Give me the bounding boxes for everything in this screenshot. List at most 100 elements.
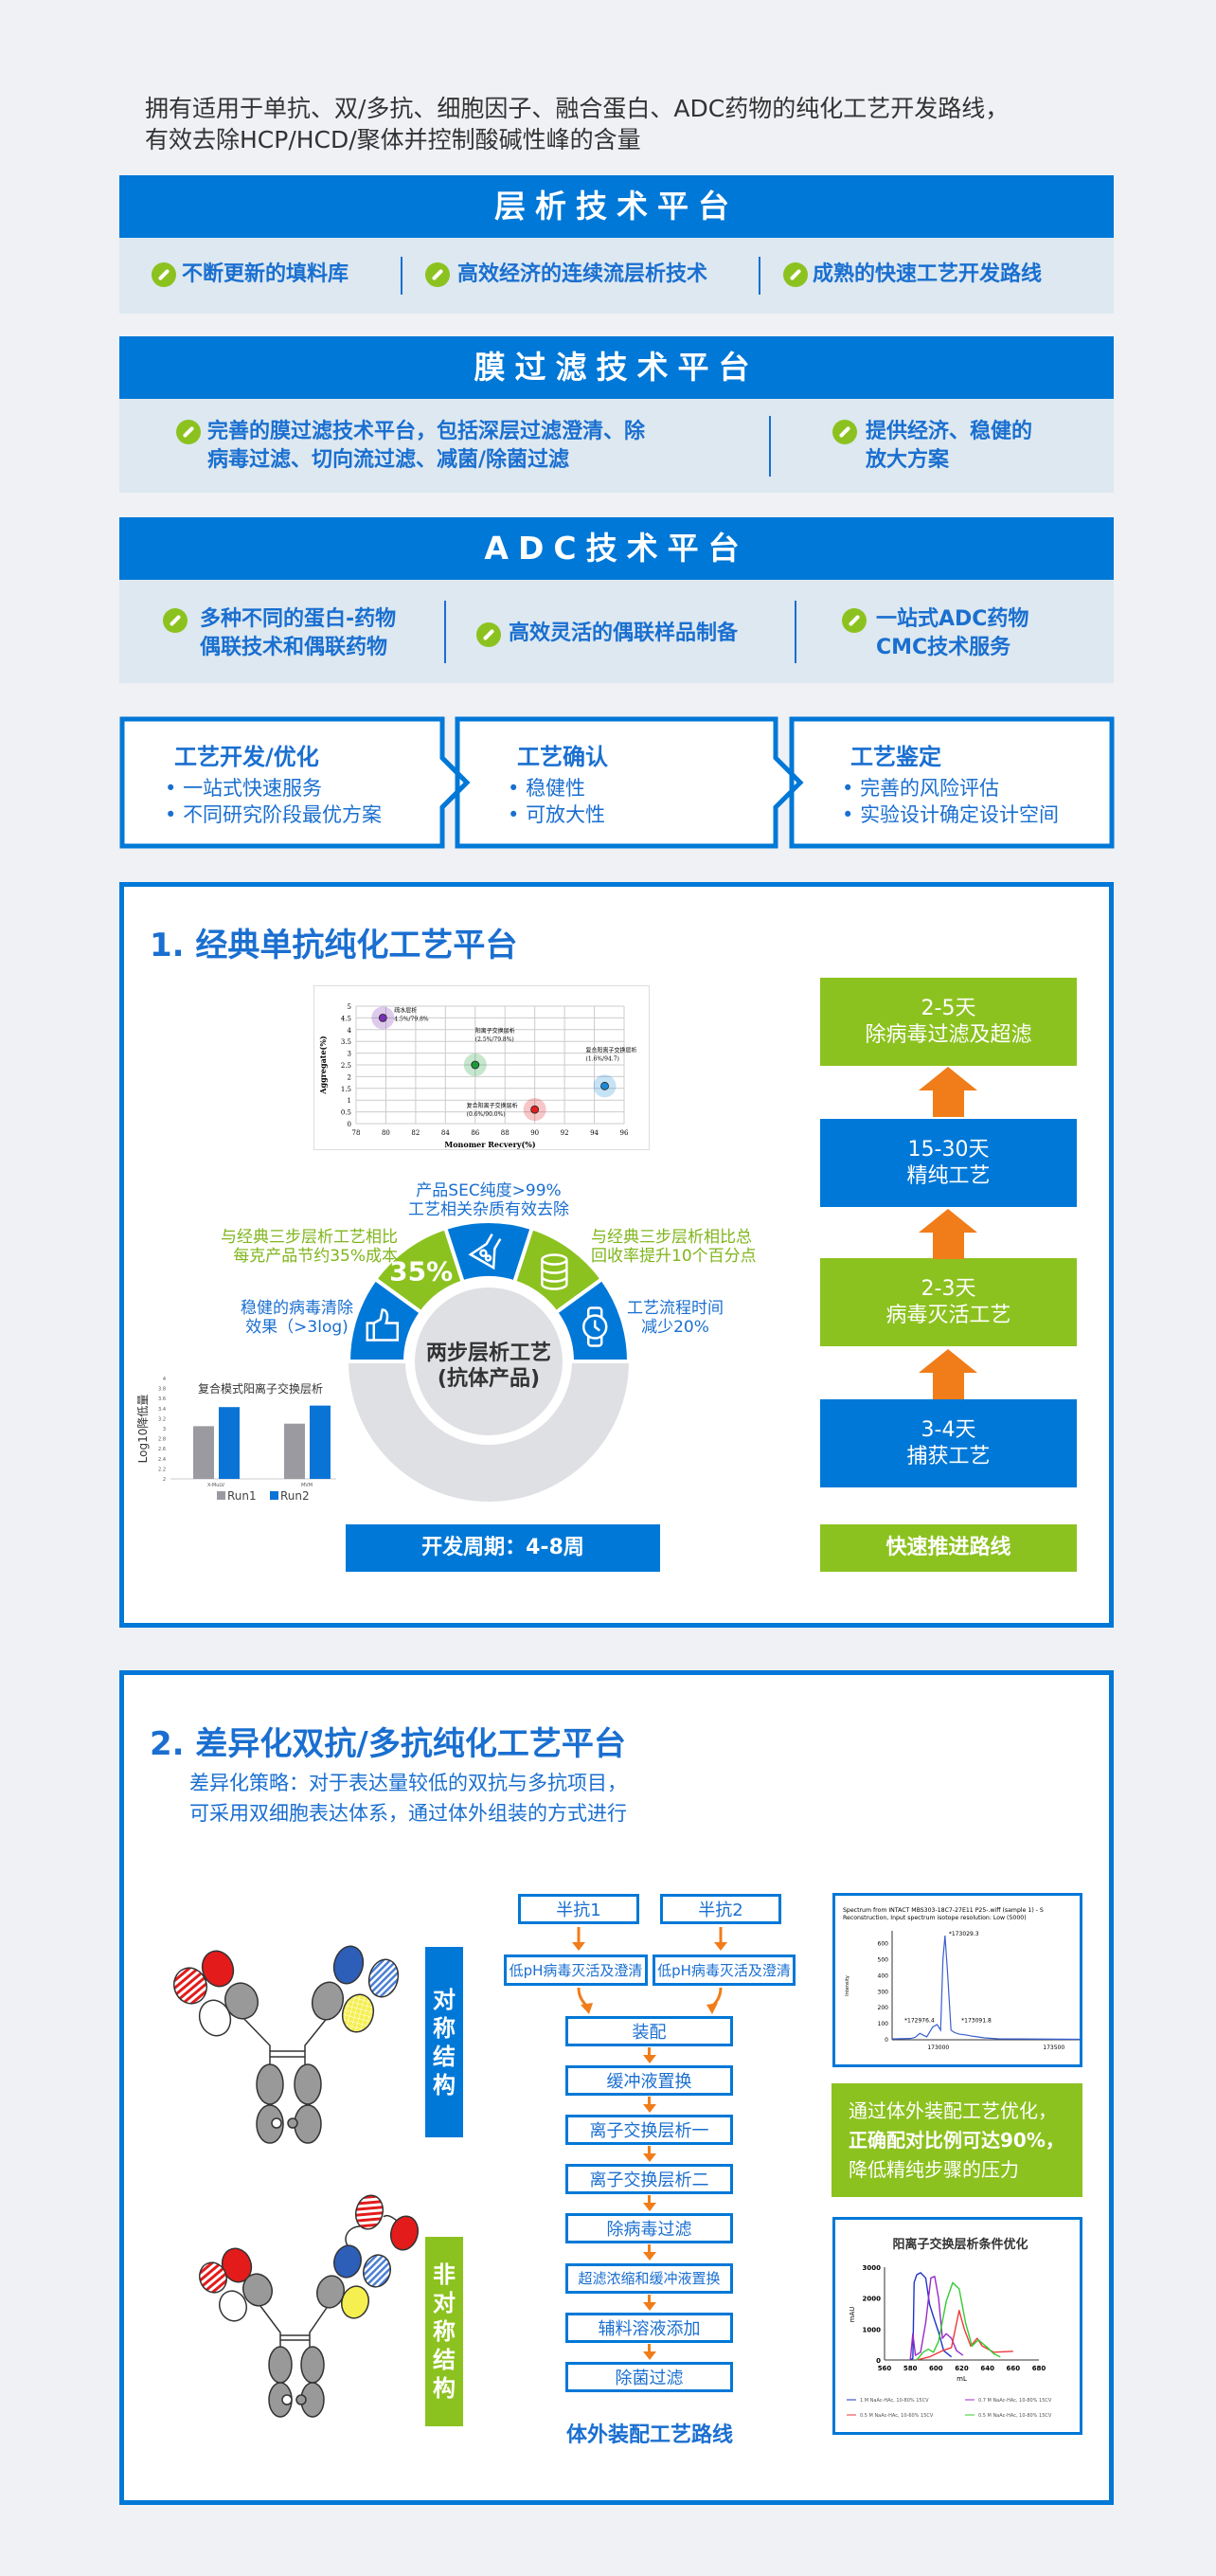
- y-axis-label: Intensity: [845, 1975, 850, 1996]
- dna-icon: [783, 262, 808, 287]
- route-step-name: 精纯工艺: [906, 1163, 991, 1188]
- x-tick-label: 660: [1007, 2365, 1021, 2372]
- legend-swatch: [217, 1491, 225, 1500]
- assembly-step: 超滤浓缩和缓冲液置换: [565, 2262, 733, 2294]
- assembly-step: 除菌过滤: [565, 2361, 733, 2392]
- bubble: [479, 1249, 488, 1257]
- y-tick-label: 2.4: [158, 1457, 166, 1463]
- feature-item: 多种不同的蛋白-药物偶联技术和偶联药物: [200, 607, 397, 659]
- feature-item: 高效经济的连续流层析技术: [457, 262, 708, 286]
- divider: [444, 601, 446, 663]
- x-axis-label: mL: [957, 2375, 967, 2383]
- data-point: [600, 1081, 609, 1090]
- bar: [284, 1423, 305, 1479]
- y-tick-label: 500: [878, 1956, 889, 1963]
- 35-percent-label: 35%: [389, 1256, 453, 1288]
- y-tick-label: 4.5: [341, 1015, 351, 1022]
- arrow-head: [643, 2351, 656, 2360]
- route-step: 3-4天捕获工艺: [820, 1399, 1077, 1487]
- peak-annotation: *172976.4: [904, 2017, 935, 2024]
- x-tick-label: 92: [561, 1129, 569, 1137]
- y-tick-label: 3.2: [158, 1416, 166, 1422]
- point-value: (2.5%/79.8%): [475, 1036, 514, 1043]
- thumb-cuff: [366, 1322, 376, 1342]
- series-line: [909, 2272, 953, 2361]
- section1-title: 1. 经典单抗纯化工艺平台: [150, 927, 518, 964]
- arrow-down-icon: [648, 2294, 651, 2303]
- platform-header-adc: ADC技术平台: [119, 517, 1114, 580]
- feature-item: 提供经济、稳健的放大方案: [866, 420, 1033, 472]
- dna-icon: [832, 420, 857, 444]
- x-tick-label: 680: [1032, 2365, 1046, 2372]
- chart-title: Spectrum from INTACT MBS303-18C7-27E11 P…: [843, 1907, 1044, 1914]
- point-value: (1.6%/94.7): [586, 1055, 619, 1062]
- dna-icon: [176, 420, 201, 444]
- virus-clearance-bar-chart: Log10降低量22.22.42.62.833.23.43.63.84复合模式阳…: [137, 1377, 336, 1503]
- watch-icon: [581, 1306, 608, 1347]
- divider: [759, 257, 760, 295]
- series-line: [916, 2281, 1001, 2361]
- assembly-step: 除病毒过滤: [565, 2213, 733, 2244]
- fast-route-label: 快速推进路线: [820, 1524, 1077, 1572]
- point-value: (0.6%/90.0%): [467, 1111, 506, 1118]
- legend-label: 0.5 M NaAc-HAc, 10-60% 15CV: [860, 2413, 934, 2419]
- section2-title: 2. 差异化双抗/多抗纯化工艺平台: [150, 1725, 626, 1763]
- x-tick-label: 96: [620, 1129, 629, 1137]
- legend-label: 0.7 M NaAc-HAc, 10-80% 15CV: [978, 2398, 1052, 2404]
- database-icon: [541, 1253, 568, 1290]
- bubble: [484, 1254, 492, 1262]
- y-tick-label: 3.6: [158, 1396, 166, 1402]
- arrow-head: [643, 2203, 656, 2212]
- assembly-step: 辅料溶液添加: [565, 2312, 733, 2343]
- y-tick-label: 3.5: [341, 1038, 351, 1046]
- route-days: 2-5天: [921, 996, 976, 1020]
- thumbs-up-icon: [366, 1308, 400, 1342]
- db-body: [541, 1259, 568, 1290]
- divider: [401, 257, 402, 295]
- route-step: 2-3天病毒灭活工艺: [820, 1258, 1077, 1346]
- y-tick-label: 2000: [863, 2296, 882, 2303]
- half-antibody-1-box: 半抗1: [518, 1894, 639, 1924]
- watch-hands: [593, 1320, 601, 1332]
- x-tick-label: 173000: [927, 2045, 949, 2051]
- development-cycle-bar: 开发周期：4-8周: [346, 1524, 660, 1572]
- y-tick-label: 4: [163, 1377, 166, 1382]
- flow-arrows: [572, 1927, 727, 2014]
- x-tick-label: 78: [352, 1129, 361, 1137]
- asymmetric-antibody-icon: [199, 2194, 420, 2418]
- bar: [193, 1426, 214, 1479]
- y-tick-label: 3.4: [158, 1407, 166, 1413]
- feature-item: 高效灵活的偶联样品制备: [509, 621, 739, 645]
- symmetric-structure-label: 对称结构: [425, 1947, 463, 2137]
- y-tick-label: 3: [348, 1051, 351, 1058]
- low-ph-box-2: 低pH病毒灭活及澄清: [653, 1955, 796, 1986]
- intro-line-2: 有效去除HCP/HCD/聚体并控制酸碱性峰的含量: [145, 126, 641, 153]
- assembly-step: 装配: [565, 2016, 733, 2046]
- feature-item: 不断更新的填料库: [182, 262, 349, 286]
- label-recovery: 与经典三步层析相比总回收率提升10个百分点: [591, 1228, 757, 1266]
- arrow-down-icon: [648, 2195, 651, 2205]
- point-label: 疏水层析: [394, 1006, 417, 1014]
- route-days: 15-30天: [907, 1137, 990, 1162]
- y-tick-label: 2.2: [158, 1467, 166, 1472]
- x-tick-label: 560: [878, 2365, 892, 2372]
- legend-label: 0.5 M NaAc-HAc, 10-80% 15CV: [978, 2413, 1052, 2419]
- x-tick-label: 600: [929, 2365, 943, 2372]
- y-tick-label: 600: [878, 1941, 889, 1948]
- y-axis-label: mAU: [849, 2307, 856, 2323]
- thumb-hand: [373, 1308, 400, 1342]
- dna-icon: [425, 262, 450, 287]
- y-tick-label: 300: [878, 1989, 889, 1995]
- data-point: [530, 1105, 540, 1114]
- x-tick-label: 90: [530, 1129, 539, 1137]
- assembly-step: 离子交换层析一: [565, 2115, 733, 2146]
- chart-title: 复合模式阳离子交换层析: [198, 1381, 323, 1396]
- label-time: 工艺流程时间减少20%: [627, 1299, 724, 1337]
- chart-subtitle: Reconstruction, Input spectrum isotope r…: [843, 1915, 1027, 1921]
- point-label: 复合阳离子交换层析: [467, 1102, 518, 1109]
- arrow-head: [643, 2252, 656, 2261]
- pairing-result-box: 通过体外装配工艺优化，正确配对比例可达90%，降低精纯步骤的压力: [832, 2083, 1082, 2197]
